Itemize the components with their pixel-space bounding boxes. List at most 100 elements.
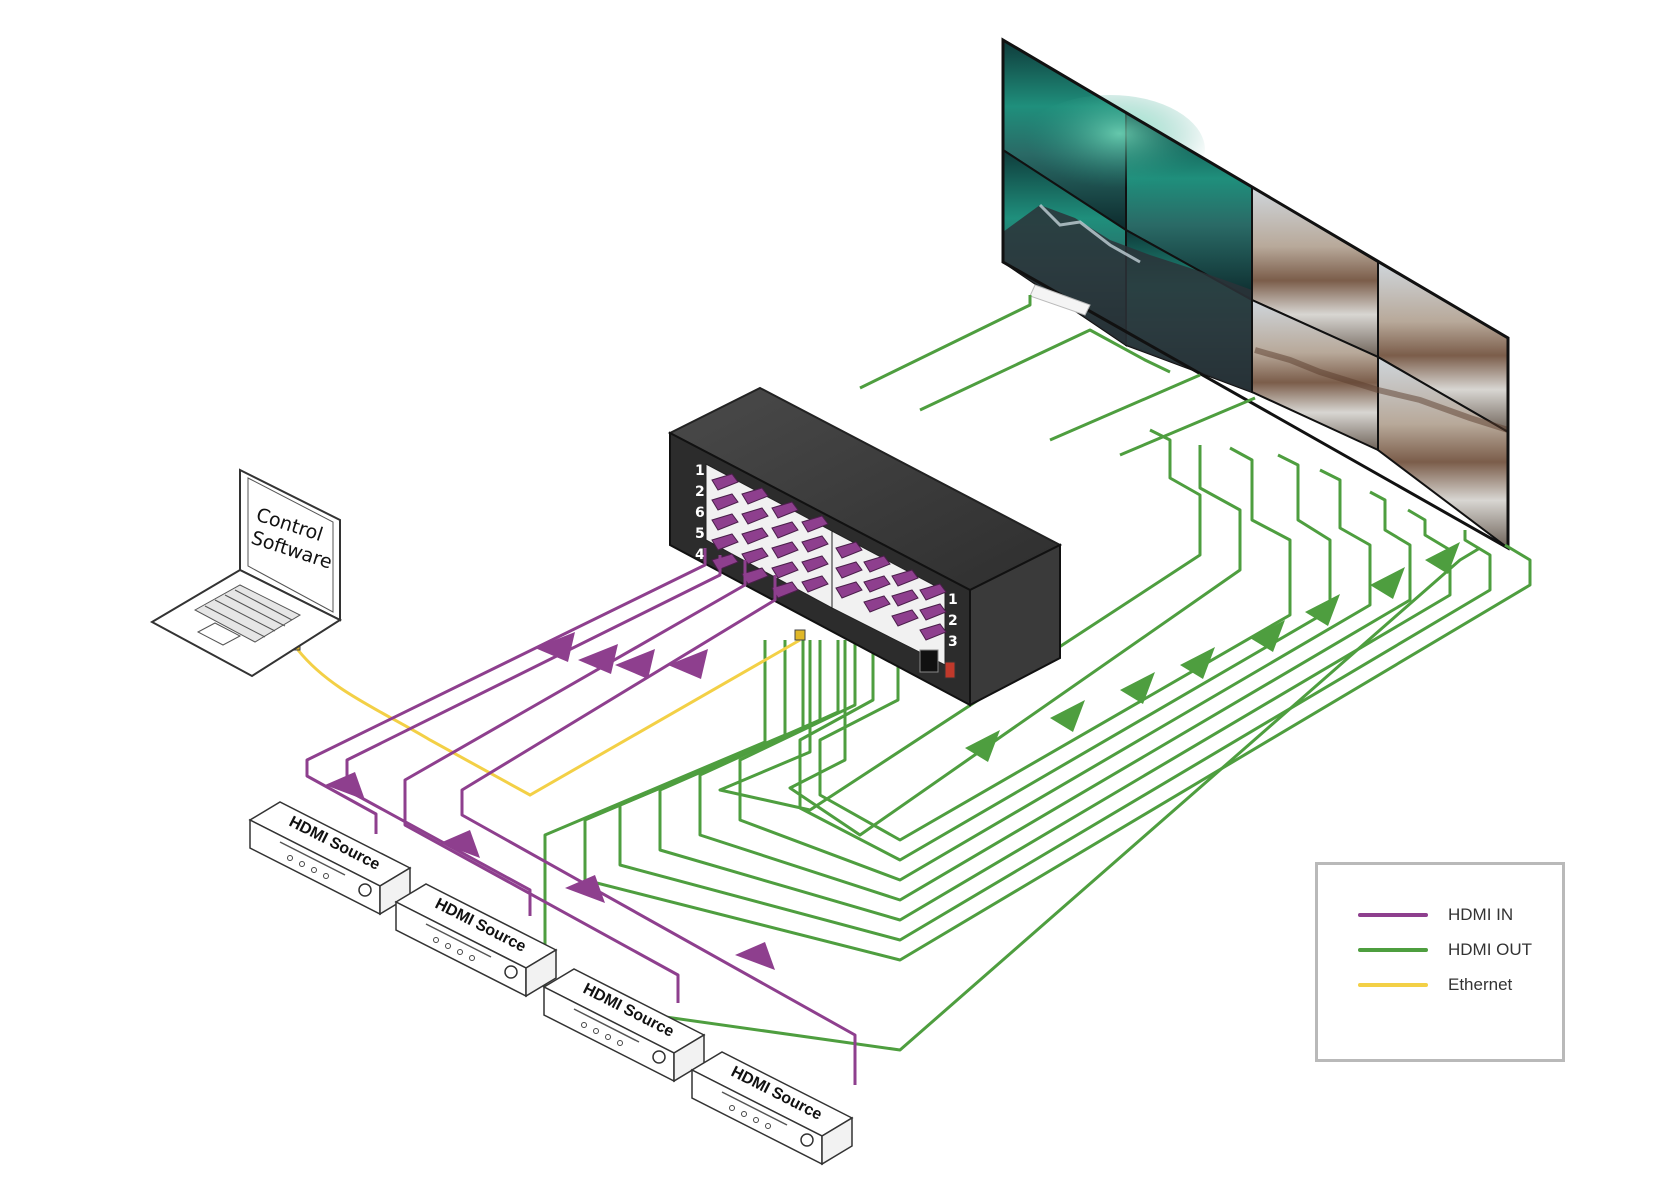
hdmi-plug-output (891, 609, 919, 627)
out-arrow-7 (1370, 567, 1405, 599)
hdmi-plug-input (741, 507, 769, 525)
in-arrow-2 (440, 830, 480, 858)
legend: HDMI IN HDMI OUT Ethernet (1315, 862, 1565, 1062)
source-button-icon (593, 1028, 599, 1034)
legend-swatch-hdmi-in (1358, 913, 1428, 917)
legend-label-ethernet: Ethernet (1448, 975, 1513, 994)
in-arrow-5 (535, 632, 575, 662)
video-wall (1001, 37, 1510, 551)
hdmi-plug-input (741, 527, 769, 545)
aurora-mountains (1003, 205, 1252, 392)
out-arrow-5 (1250, 620, 1285, 652)
input-port-label: 1 (695, 463, 705, 479)
source-knob-icon (504, 965, 518, 979)
input-port-label: 6 (695, 505, 705, 521)
power-inlet (919, 649, 939, 673)
source-button-icon (765, 1123, 771, 1129)
hdmi-plug-input (771, 521, 799, 539)
matrix-input-labels: 1 2 6 5 4 (695, 463, 705, 563)
hdmi-in-cable-4 (460, 575, 857, 1085)
hdmi-source-box: HDMI Source (248, 801, 412, 916)
in-arrow-1 (325, 772, 365, 800)
hdmi-out-cables (543, 295, 1532, 1052)
laptop-keyboard (193, 584, 302, 643)
matrix-output-labels: 1 2 3 (948, 592, 958, 650)
source-button-icon (729, 1105, 735, 1111)
hdmi-plug-input (801, 535, 829, 553)
hdmi-in-arrows (325, 632, 775, 970)
in-arrow-6 (578, 644, 618, 674)
matrix-side-face (969, 543, 1061, 707)
hdmi-plug-output (835, 541, 863, 559)
source-button-icon (311, 867, 317, 873)
hdmi-in-cable-1 (305, 548, 707, 834)
hdmi-plug-input (711, 513, 739, 531)
source-button-icon (323, 873, 329, 879)
hdmi-plug-output (919, 583, 947, 601)
power-switch (944, 661, 956, 679)
hdmi-plug-output (835, 581, 863, 599)
source-button-icon (617, 1040, 623, 1046)
hdmi-connectors (711, 473, 947, 641)
hdmi-plug-input (711, 493, 739, 511)
out-arrow-4 (1180, 647, 1215, 679)
hdmi-in-cable-2 (345, 555, 722, 916)
source-button-icon (457, 949, 463, 955)
hdmi-plug-output (919, 623, 947, 641)
hdmi-plug-input (801, 555, 829, 573)
output-port-label: 3 (948, 634, 958, 650)
hdmi-out-arrows (965, 542, 1460, 762)
hdmi-in-cables (305, 548, 857, 1085)
ethernet-plug-matrix (794, 629, 806, 641)
hdmi-plug-input (741, 487, 769, 505)
hdmi-plug-output (863, 595, 891, 613)
legend-swatch-hdmi-out (1358, 948, 1428, 952)
matrix-switch (667, 386, 1063, 707)
hdmi-plug-input (801, 575, 829, 593)
in-arrow-8 (668, 649, 708, 679)
hdmi-source-box: HDMI Source (394, 883, 558, 998)
input-port-label: 4 (695, 547, 705, 563)
ethernet-cable (296, 638, 801, 797)
input-port-label: 2 (695, 484, 705, 500)
laptop-trackpad (196, 622, 242, 646)
in-arrow-7 (615, 649, 655, 679)
source-button-icon (299, 861, 305, 867)
out-arrow-8 (1425, 542, 1460, 574)
input-port-label: 5 (695, 526, 705, 542)
hdmi-in-cable-3 (403, 560, 747, 1003)
hdmi-plug-output (891, 589, 919, 607)
hdmi-plug-output (863, 555, 891, 573)
hdmi-plug-input (771, 501, 799, 519)
hdmi-plug-output (863, 575, 891, 593)
hdmi-plug-output (891, 569, 919, 587)
source-button-icon (287, 855, 293, 861)
in-arrow-3 (565, 875, 605, 903)
source-knob-icon (800, 1133, 814, 1147)
out-arrow-2 (1050, 700, 1085, 732)
hdmi-plug-input (771, 541, 799, 559)
legend-label-hdmi-out: HDMI OUT (1448, 940, 1533, 959)
source-button-icon (581, 1022, 587, 1028)
laptop: Control Software (149, 468, 343, 678)
hdmi-source-box: HDMI Source (690, 1051, 854, 1166)
source-button-icon (753, 1117, 759, 1123)
legend-swatch-ethernet (1358, 983, 1428, 987)
legend-item-ethernet: Ethernet (1358, 975, 1512, 995)
hdmi-plug-input (801, 515, 829, 533)
legend-label-hdmi-in: HDMI IN (1448, 905, 1514, 924)
source-button-icon (445, 943, 451, 949)
source-button-icon (433, 937, 439, 943)
hdmi-plug-input (711, 473, 739, 491)
hdmi-plug-output (919, 603, 947, 621)
hdmi-plug-input (711, 533, 739, 551)
legend-item-hdmi-in: HDMI IN (1358, 905, 1513, 925)
hdmi-source-box: HDMI Source (542, 968, 706, 1083)
hdmi-plug-output (835, 561, 863, 579)
source-knob-icon (652, 1050, 666, 1064)
out-arrow-6 (1305, 594, 1340, 626)
hdmi-plug-input (771, 561, 799, 579)
out-arrow-1 (965, 730, 1000, 762)
legend-item-hdmi-out: HDMI OUT (1358, 940, 1532, 960)
